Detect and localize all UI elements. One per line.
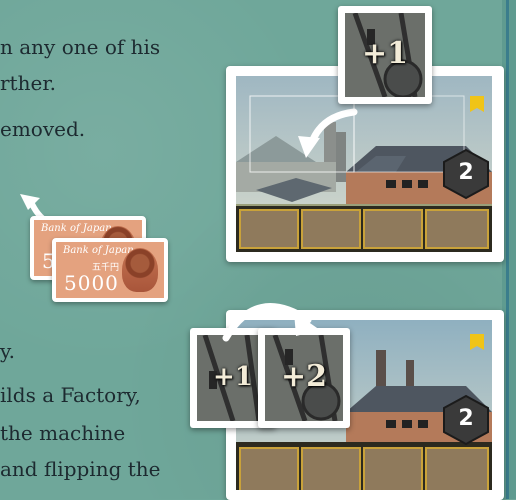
rule-text-line-6: the machine [0, 420, 125, 446]
machine-value: +1 [345, 36, 425, 71]
board-edge [502, 0, 516, 499]
level-value: 2 [442, 160, 490, 185]
move-arrow-icon [292, 106, 362, 162]
rule-text-line-3: emoved. [0, 116, 85, 142]
banknote-bank-name: Bank of Japan [63, 245, 134, 256]
rule-text-line-2: rther. [0, 70, 56, 96]
level-hex: 2 [442, 394, 490, 446]
machine-value: +2 [265, 359, 343, 394]
banknote: Bank of Japan 五千円 5000 [52, 238, 168, 302]
banknote-amount: 5000 [64, 271, 119, 295]
rule-text-line-7: and flipping the [0, 456, 161, 482]
rule-text-line-5: ilds a Factory, [0, 382, 141, 408]
rule-text-line-1: n any one of his [0, 34, 160, 60]
level-value: 2 [442, 406, 490, 431]
swap-arrow-icon [216, 290, 326, 342]
banknote-portrait [122, 248, 158, 292]
level-hex: 2 [442, 148, 490, 200]
banknote-bank-name: Bank of Japan [41, 223, 112, 234]
machine-tile: +1 [338, 6, 432, 104]
rule-text-line-4: y. [0, 338, 15, 364]
machine-tile: +2 [258, 328, 350, 428]
